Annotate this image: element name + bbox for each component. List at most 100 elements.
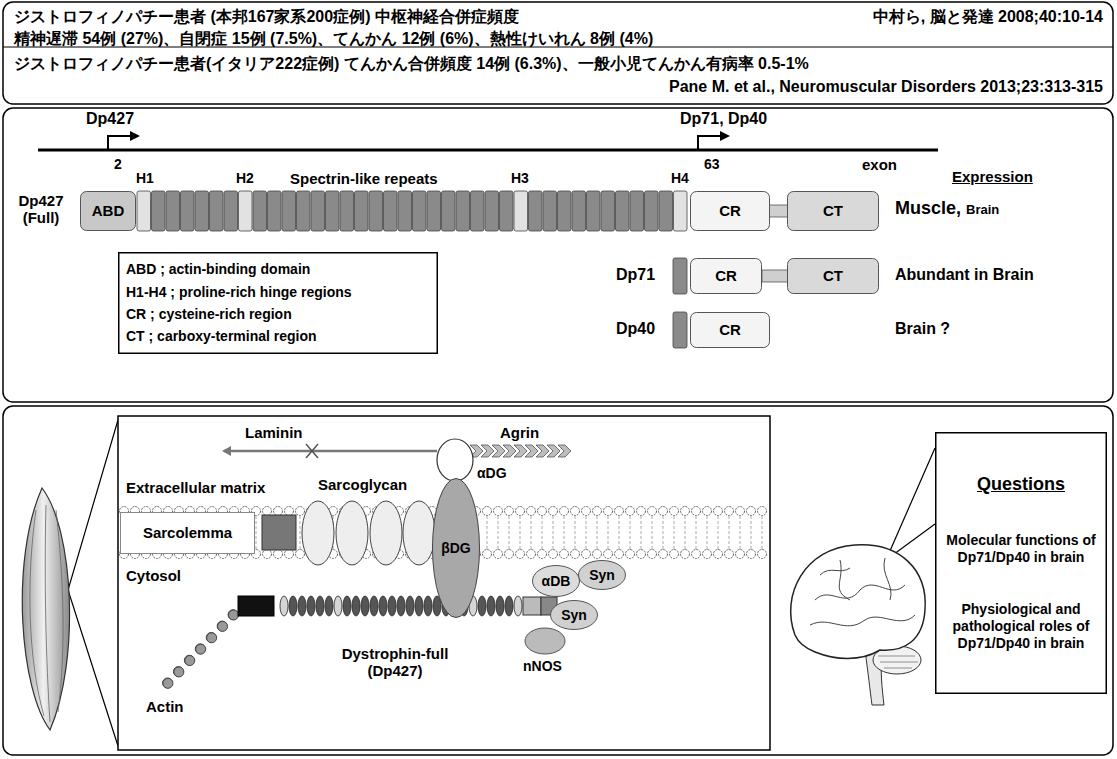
- outline-rect: [121, 513, 255, 554]
- dystrophin-repeat: [514, 596, 522, 616]
- actin-monomer: [195, 644, 205, 654]
- lipid-head: [659, 507, 668, 516]
- node-content: CT: [787, 191, 879, 231]
- text-row: CR: [694, 321, 766, 339]
- node-content: βDG: [432, 478, 480, 618]
- lipid-head: [758, 507, 767, 516]
- repeat-segment: [558, 191, 572, 231]
- lipid-head: [725, 507, 734, 516]
- laminin-cross: [306, 444, 318, 458]
- axis-label: exon: [862, 156, 897, 173]
- lipid-tail: [300, 516, 301, 549]
- lipid-head: [571, 550, 580, 559]
- abbreviation-box: ABD ; actin-binding domainH1-H4 ; prolin…: [118, 252, 438, 354]
- node-content: CR: [690, 258, 762, 294]
- agrin-chevron: [492, 445, 505, 457]
- repeat-segment: [326, 191, 340, 231]
- text-row: Molecular functions of Dp71/Dp40 in brai…: [943, 532, 1099, 566]
- lipid-head: [582, 507, 591, 516]
- laminin-chain: [224, 450, 437, 453]
- repeat-segment: [674, 191, 688, 231]
- repeat-segment: [297, 191, 311, 231]
- lipid-head: [560, 550, 569, 559]
- domain-box: CR: [690, 258, 762, 294]
- lipid-head: [714, 550, 723, 559]
- outline-ellipse: [433, 479, 480, 618]
- node-text: H1-H4 ; proline-rich hinge regions: [126, 284, 352, 301]
- expression-label: Abundant in Brain: [895, 266, 1034, 284]
- promoter-label: Dp71, Dp40: [680, 110, 767, 128]
- repeat-segment: [369, 191, 383, 231]
- dystrophin-repeat: [334, 596, 342, 616]
- dystrophin-repeat: [397, 596, 405, 616]
- sarcoglycan-ellipse: [403, 501, 435, 565]
- dystrophin-repeat: [478, 596, 486, 616]
- lipid-head: [637, 507, 646, 516]
- lipid-head: [505, 550, 514, 559]
- repeat-segment: [601, 191, 615, 231]
- outline-ellipse: [579, 561, 626, 590]
- protein-ellipse: Syn: [578, 560, 626, 590]
- repeat-segment: [398, 191, 412, 231]
- lipid-tail: [762, 516, 763, 549]
- outline-rect: [691, 259, 762, 294]
- protein-ellipse: αDB: [532, 565, 580, 597]
- sarcospan-square: [262, 515, 296, 550]
- protein-label: nNOS: [523, 658, 562, 674]
- dystrophin-repeat: [424, 596, 432, 616]
- repeat-segment: [485, 191, 499, 231]
- domain-box: CR: [690, 312, 770, 348]
- dystrophin-repeat: [307, 596, 315, 616]
- domain-label: Spectrin-like repeats: [290, 170, 438, 187]
- repeat-segment: [543, 191, 557, 231]
- repeat-segment: [282, 191, 296, 231]
- node-text: CT: [823, 202, 843, 220]
- dystrophin-repeat: [505, 596, 513, 616]
- outline-ellipse: [551, 601, 598, 630]
- hinge-label: H1: [136, 170, 154, 186]
- muscle-illustration: [22, 488, 69, 730]
- domain-link: [762, 270, 788, 282]
- lipid-head: [285, 550, 294, 559]
- lipid-tail: [674, 516, 675, 549]
- protein-ellipse: βDG: [432, 478, 480, 618]
- outline-rect: [788, 259, 879, 294]
- lipid-head: [296, 507, 305, 516]
- actin-monomer: [228, 610, 238, 620]
- lipid-head: [274, 550, 283, 559]
- dystrophin-repeat: [316, 596, 324, 616]
- repeat-segment: [210, 191, 224, 231]
- lipid-tail: [608, 516, 609, 549]
- cerebrum: [791, 545, 926, 659]
- expression-label: Muscle,: [895, 198, 961, 219]
- spectrin-repeats: [137, 191, 687, 231]
- lipid-head: [736, 507, 745, 516]
- node-content: αDB: [532, 565, 580, 597]
- repeat-segment: [384, 191, 398, 231]
- node-text: CR: [719, 202, 741, 220]
- outline-rect: [936, 433, 1107, 694]
- repeat-segment: [659, 191, 673, 231]
- repeat-segment: [413, 191, 427, 231]
- node-text: Questions: [977, 474, 1065, 496]
- lipid-head: [626, 507, 635, 516]
- node-content: CR: [690, 191, 770, 231]
- lipid-tail: [718, 516, 719, 549]
- dystrophin-repeat: [343, 596, 351, 616]
- lipid-head: [549, 550, 558, 559]
- lipid-head: [593, 507, 602, 516]
- node-text: βDG: [441, 540, 471, 557]
- lipid-head: [670, 507, 679, 516]
- citation-box: ジストロフィノパチー患者 (本邦167家系200症例) 中枢神経合併症頻度中村ら…: [10, 5, 1107, 50]
- actin-monomer: [173, 667, 183, 677]
- agrin-chevron: [503, 445, 516, 457]
- lipid-head: [263, 507, 272, 516]
- protein-label: αDG: [477, 465, 507, 481]
- lipid-head: [604, 507, 613, 516]
- lipid-tail: [586, 516, 587, 549]
- lipid-head: [648, 550, 657, 559]
- agrin-chevron: [536, 445, 549, 457]
- agrin-chevron: [547, 445, 560, 457]
- lipid-head: [725, 550, 734, 559]
- lipid-tail: [619, 516, 620, 549]
